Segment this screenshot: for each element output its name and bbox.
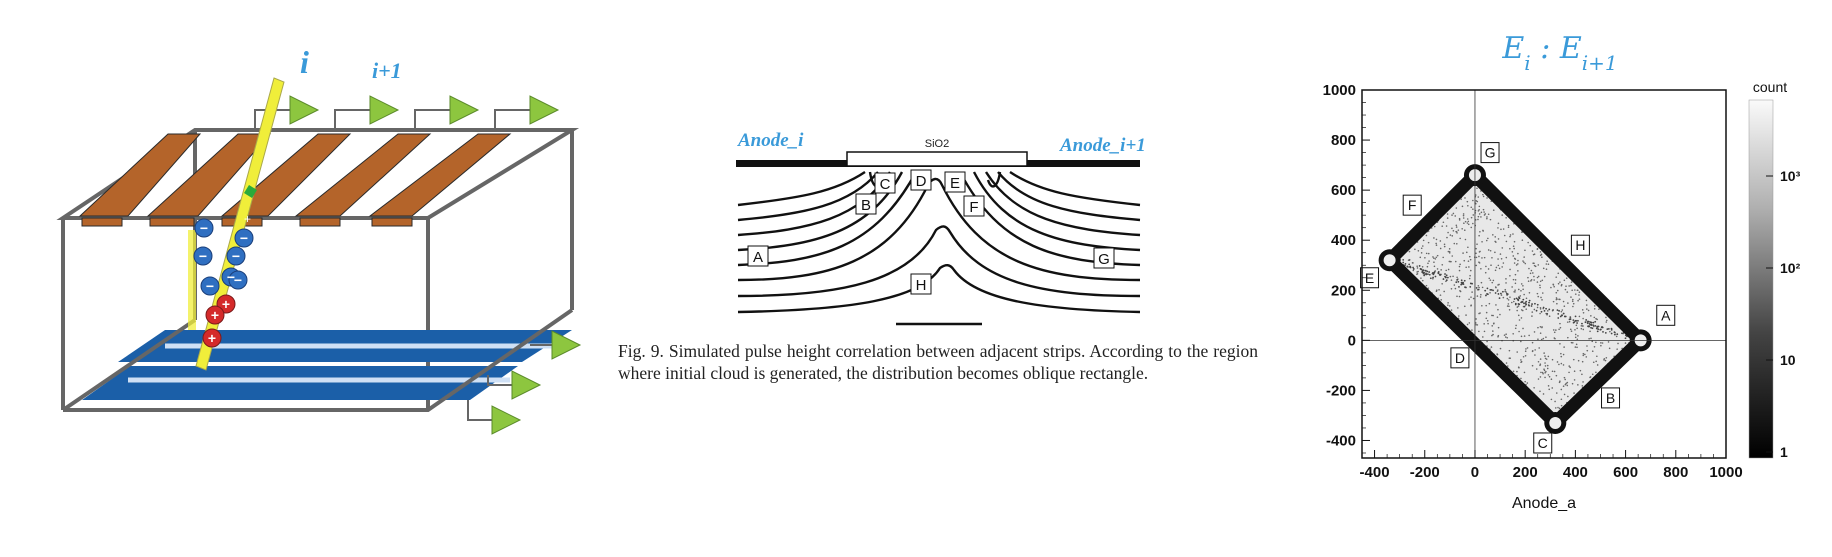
chart-title: Ei : Ei+1 — [1501, 31, 1617, 75]
colorbar-tick-label: 1 — [1780, 444, 1788, 460]
colorbar-tick-label: 10³ — [1780, 168, 1801, 184]
electrons — [193, 218, 254, 296]
y-tick-label: 0 — [1348, 332, 1356, 349]
anode-left-label: Anode_i — [737, 130, 804, 151]
detector-schematic: + −− −− −− − +++ i i+1 — [0, 0, 620, 552]
y-tick-label: 600 — [1331, 182, 1356, 199]
region-label-g: G — [1098, 251, 1110, 268]
region-label-b: B — [861, 197, 871, 214]
region-label-c: C — [1533, 432, 1553, 454]
svg-text:B: B — [1606, 390, 1615, 406]
region-label-b: B — [1601, 387, 1621, 409]
distribution-edges — [1383, 168, 1648, 430]
region-label-e: E — [950, 175, 960, 192]
anode-right-label: Anode_i+1 — [1059, 135, 1146, 156]
region-label-f: F — [1402, 194, 1422, 216]
y-tick-label: -400 — [1326, 432, 1356, 449]
x-axis-label: Anode_a — [1512, 495, 1576, 512]
field-simulation-figure: SiO2 Anode_i Anode_i+1 C D — [620, 0, 1260, 552]
x-tick-label: 200 — [1513, 464, 1538, 481]
colorbar-tick-label: 10 — [1780, 352, 1796, 368]
y-tick-label: 800 — [1331, 132, 1356, 149]
svg-text:+: + — [222, 296, 230, 312]
colorbar — [1748, 99, 1774, 459]
x-tick-label: 600 — [1613, 464, 1638, 481]
svg-text:−: − — [200, 220, 208, 236]
correlation-chart: Ei : Ei+1 G F H E D A B C -400 -200 0 200 400 600 800… — [1260, 0, 1832, 552]
y-tick-label: 1000 — [1323, 82, 1356, 99]
region-label-d: D — [916, 173, 927, 190]
holes — [202, 294, 236, 348]
figure-caption: Fig. 9. Simulated pulse height correlati… — [618, 341, 1258, 383]
svg-text:−: − — [199, 248, 207, 264]
svg-text:−: − — [240, 230, 248, 246]
svg-text:F: F — [1408, 197, 1417, 213]
x-tick-label: 0 — [1471, 464, 1479, 481]
bottom-strips — [82, 330, 572, 400]
region-label-f: F — [969, 199, 978, 216]
svg-text:−: − — [227, 269, 235, 285]
colorbar-label: count — [1753, 79, 1787, 95]
x-tick-label: 1000 — [1709, 464, 1742, 481]
svg-text:−: − — [232, 248, 240, 264]
x-tick-label: -200 — [1410, 464, 1440, 481]
strip-label-i: i — [300, 44, 309, 80]
strip-label-i-plus-1: i+1 — [372, 58, 402, 83]
svg-text:G: G — [1485, 145, 1496, 161]
x-tick-label: -400 — [1360, 464, 1390, 481]
svg-text:C: C — [1538, 435, 1548, 451]
x-tick-label: 800 — [1663, 464, 1688, 481]
field-lines — [737, 171, 1141, 326]
region-label-h: H — [916, 277, 927, 294]
svg-text:+: + — [244, 212, 251, 226]
y-tick-label: 200 — [1331, 282, 1356, 299]
region-label-h: H — [1570, 234, 1590, 256]
svg-text:−: − — [206, 278, 214, 294]
svg-text:D: D — [1455, 350, 1465, 366]
y-tick-label: 400 — [1331, 232, 1356, 249]
x-tick-label: 400 — [1563, 464, 1588, 481]
svg-text:+: + — [211, 307, 219, 323]
svg-text:−: − — [234, 272, 242, 288]
amplifier-icons — [289, 95, 582, 435]
y-tick-label: -200 — [1326, 382, 1356, 399]
svg-text:+: + — [208, 330, 216, 346]
region-label-g: G — [1480, 142, 1500, 164]
region-label-a: A — [1656, 304, 1676, 326]
top-strips — [78, 133, 512, 217]
region-label-c: C — [880, 176, 891, 193]
svg-text:A: A — [1661, 307, 1671, 323]
colorbar-tick-label: 10² — [1780, 260, 1801, 276]
region-label-d: D — [1450, 347, 1470, 369]
svg-text:H: H — [1575, 237, 1585, 253]
plot-frame — [1361, 89, 1727, 459]
svg-text:E: E — [1365, 270, 1374, 286]
oxide-label: SiO2 — [925, 138, 949, 150]
region-label-a: A — [753, 249, 763, 266]
region-label-e: E — [1360, 267, 1380, 289]
